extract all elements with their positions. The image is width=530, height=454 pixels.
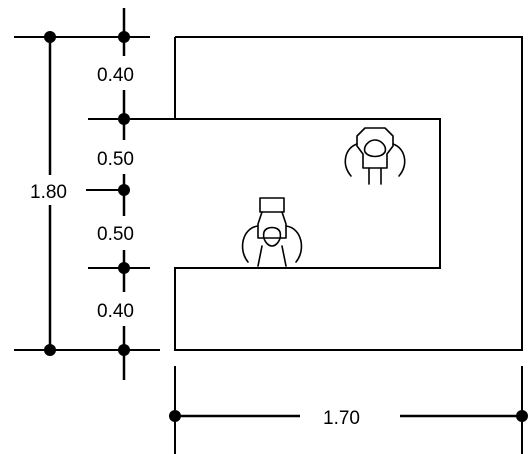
toilet-user-figure-upper <box>344 127 406 185</box>
dimension-label-0.40-bottom: 0.40 <box>97 301 134 322</box>
dimension-label-total-height: 1.80 <box>30 182 67 203</box>
dimension-dot <box>44 31 56 43</box>
dimension-dot <box>118 113 130 125</box>
dimension-dot <box>169 410 181 422</box>
dimension-label-total-width: 1.70 <box>323 408 360 429</box>
dimension-dot <box>118 262 130 274</box>
dimension-dot <box>44 344 56 356</box>
toilet-user-figure-lower <box>241 197 303 267</box>
dimension-label-0.50-upper: 0.50 <box>97 149 134 170</box>
dimension-dot <box>516 410 528 422</box>
dimension-label-0.40-top: 0.40 <box>97 65 134 86</box>
dimension-dot <box>118 31 130 43</box>
dimension-dot <box>118 344 130 356</box>
room-outline <box>174 36 523 351</box>
dimension-dot <box>118 184 130 196</box>
dimension-label-0.50-lower: 0.50 <box>97 224 134 245</box>
